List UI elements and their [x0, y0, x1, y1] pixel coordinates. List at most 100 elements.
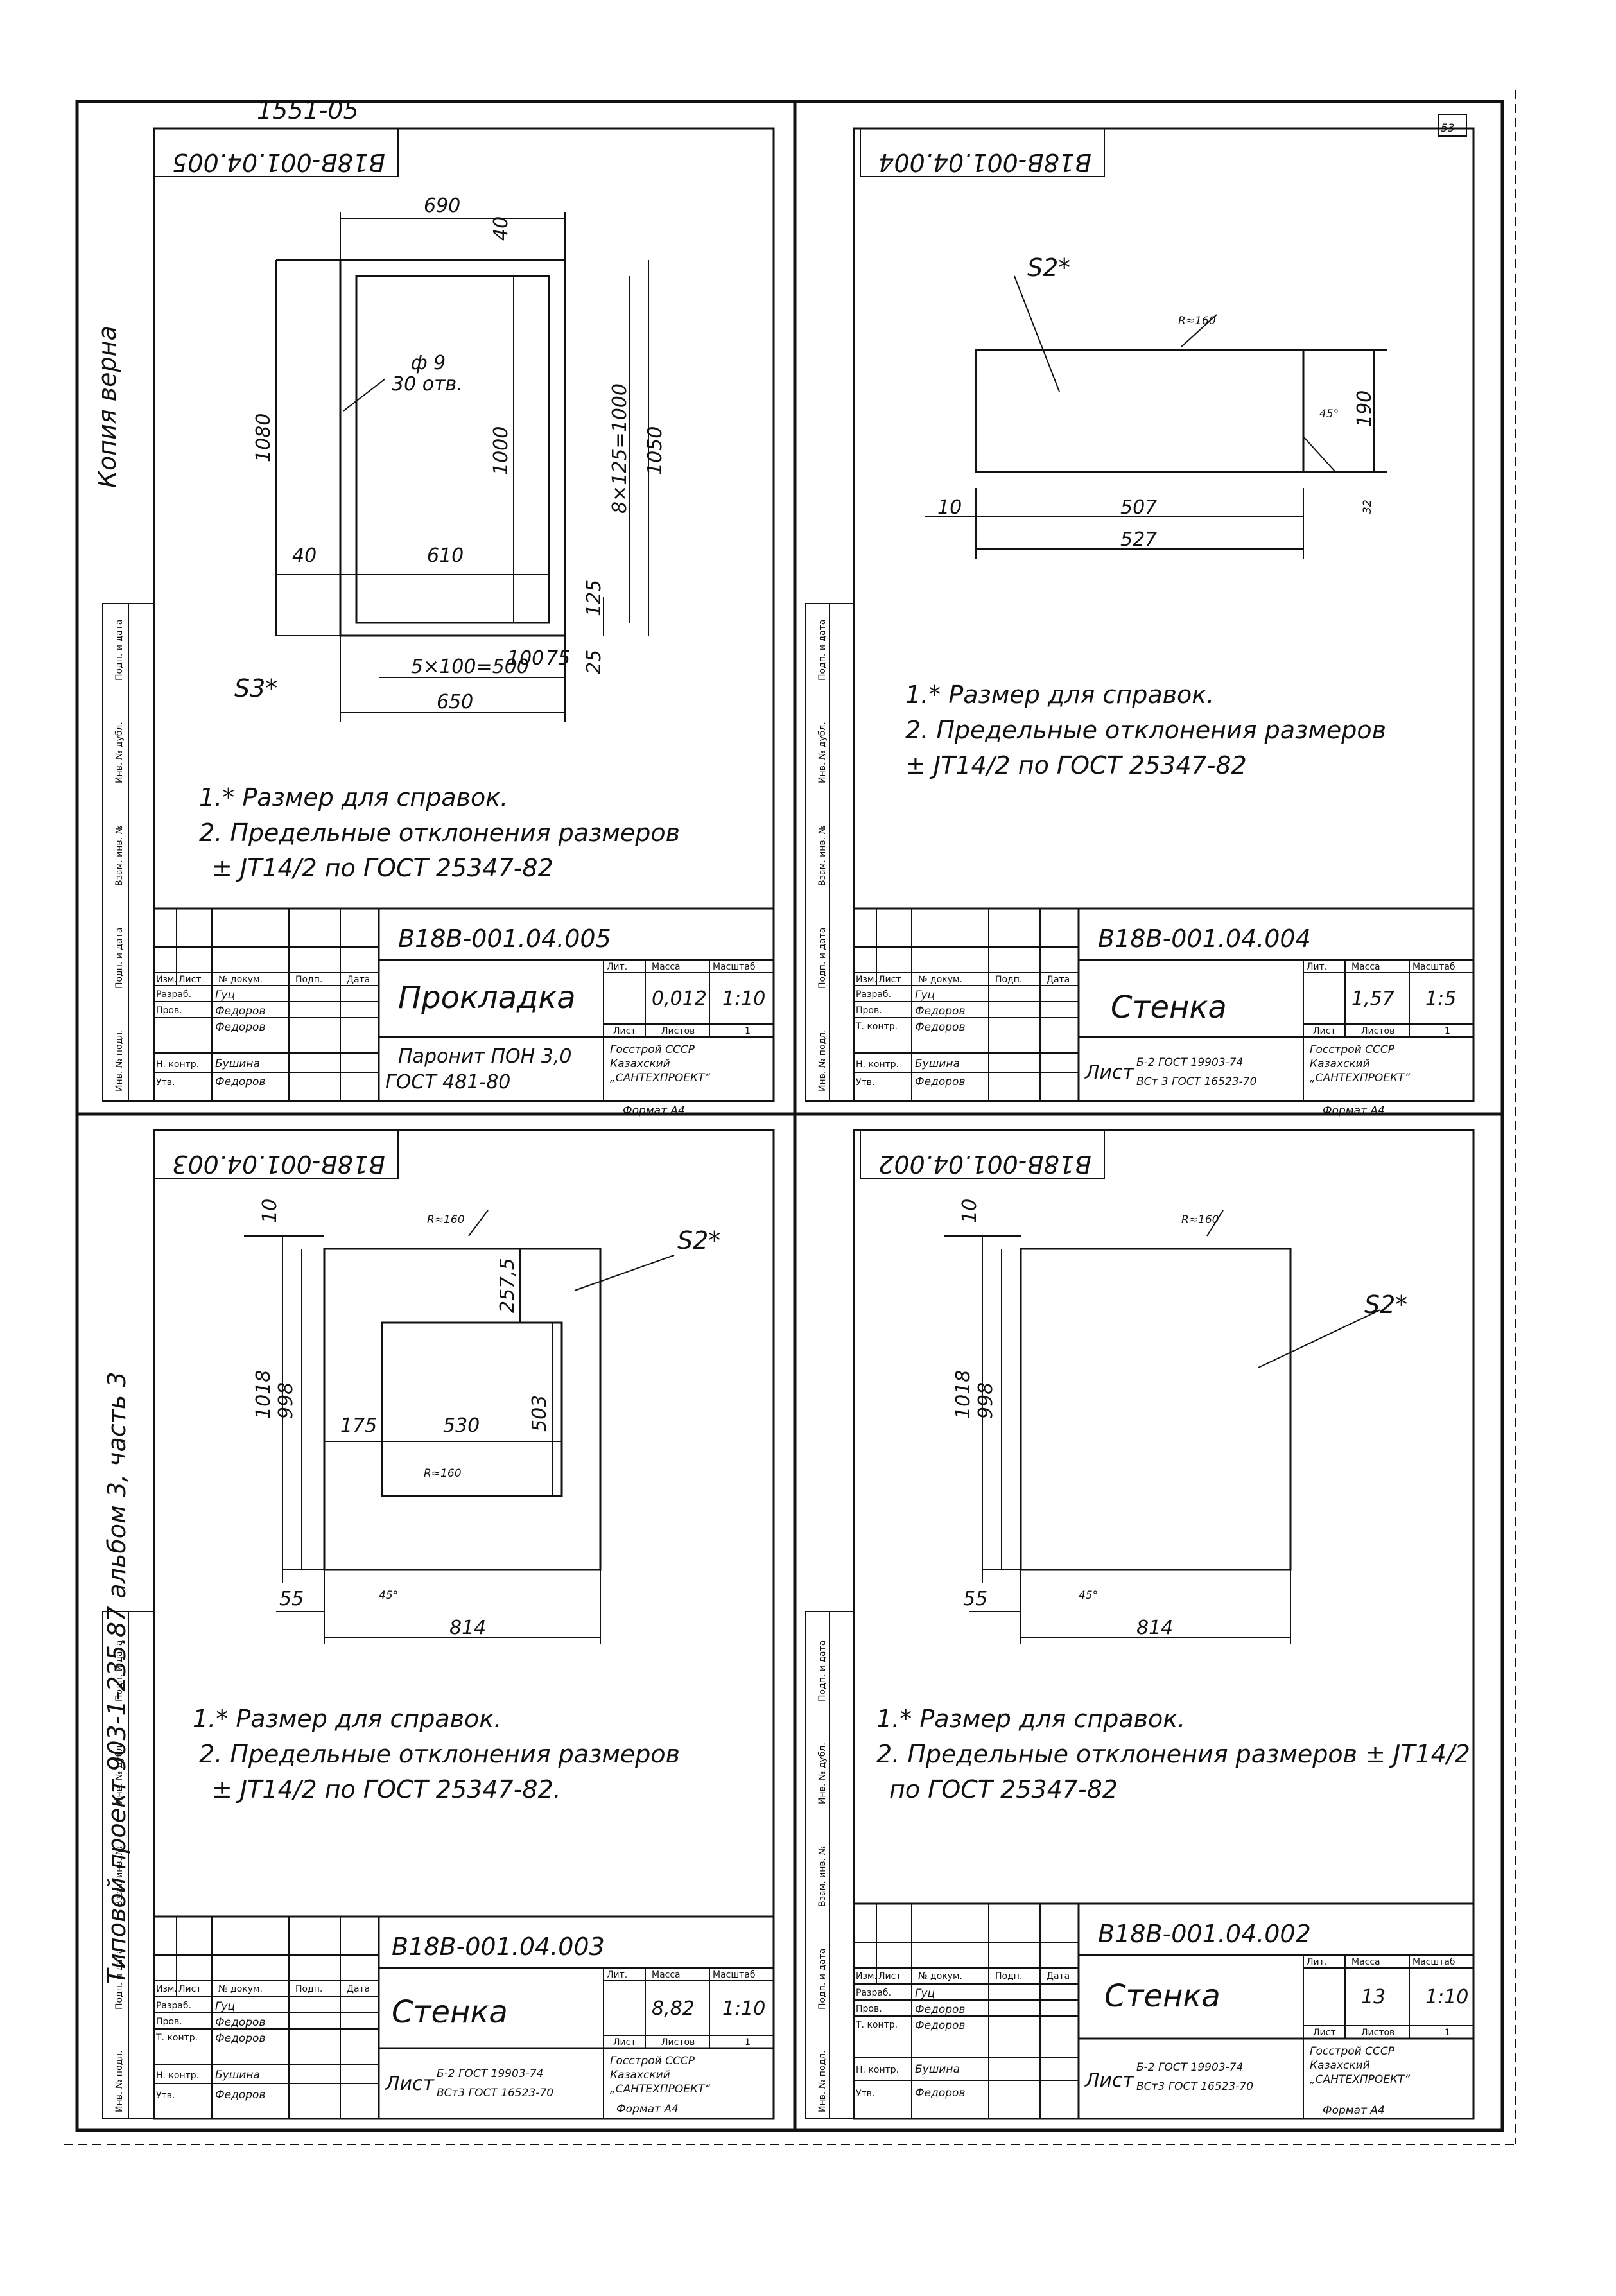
svg-text:Разраб.: Разраб. — [856, 989, 891, 1000]
svg-text:по ГОСТ 25347-82: по ГОСТ 25347-82 — [889, 1775, 1118, 1804]
svg-text:Изм.: Изм. — [856, 1971, 877, 1981]
svg-text:100: 100 — [507, 647, 544, 670]
svg-text:Изм.: Изм. — [856, 975, 877, 985]
mid-binding-strip-bottom: Инв. № подл. Подп. и дата Взам. инв. № И… — [805, 1611, 855, 2119]
svg-text:Дата: Дата — [347, 1984, 370, 1994]
svg-text:Листов: Листов — [1361, 1026, 1394, 1036]
svg-text:В18В-001.04.003: В18В-001.04.003 — [172, 1150, 385, 1178]
svg-text:257,5: 257,5 — [496, 1258, 519, 1313]
svg-text:Лист: Лист — [178, 1984, 201, 1994]
svg-text:1.* Размер для справок.: 1.* Размер для справок. — [905, 681, 1214, 709]
svg-text:Госстрой СССР: Госстрой СССР — [1310, 1043, 1395, 1056]
svg-text:Листов: Листов — [1361, 2028, 1394, 2038]
svg-text:Масса: Масса — [652, 1970, 681, 1980]
svg-text:75: 75 — [546, 647, 570, 670]
svg-text:1018: 1018 — [952, 1370, 975, 1419]
svg-text:Взам. инв. №: Взам. инв. № — [114, 1846, 125, 1907]
svg-text:Федоров: Федоров — [215, 1075, 265, 1088]
svg-text:Госстрой СССР: Госстрой СССР — [1310, 2045, 1395, 2058]
wall-003-opening — [381, 1321, 563, 1497]
svg-text:Подп. и дата: Подп. и дата — [114, 1949, 125, 2010]
side-inscription-project: Типовой проект 903-1-235.87 альбом 3, ча… — [103, 1371, 131, 1984]
svg-text:8×125=1000: 8×125=1000 — [609, 383, 631, 514]
svg-text:Госстрой СССР: Госстрой СССР — [610, 2055, 695, 2067]
svg-text:В18В-001.04.003: В18В-001.04.003 — [392, 1933, 605, 1961]
note-2: 2. Предельные отклонения размеров — [199, 819, 680, 847]
svg-text:Пров.: Пров. — [156, 2017, 182, 2027]
svg-text:R≈160: R≈160 — [424, 1467, 462, 1480]
svg-text:В18В-001.04.002: В18В-001.04.002 — [1098, 1920, 1311, 1948]
svg-text:Инв. № дубл.: Инв. № дубл. — [114, 722, 125, 783]
svg-text:Утв.: Утв. — [856, 2089, 874, 2099]
wall-004-outline — [975, 349, 1305, 473]
svg-text:998: 998 — [275, 1382, 297, 1419]
svg-text:Подп.: Подп. — [995, 1971, 1022, 1981]
svg-text:Разраб.: Разраб. — [856, 1988, 891, 1998]
svg-text:Лист: Лист — [878, 975, 901, 985]
svg-text:Масса: Масса — [652, 962, 681, 972]
svg-text:Лист: Лист — [1313, 1026, 1335, 1036]
svg-text:Взам. инв. №: Взам. инв. № — [817, 825, 828, 886]
svg-text:Т. контр.: Т. контр. — [855, 1022, 898, 1032]
svg-text:Бушина: Бушина — [915, 2063, 960, 2076]
svg-text:Формат А4: Формат А4 — [623, 1104, 685, 1117]
svg-text:В18В-001.04.004: В18В-001.04.004 — [878, 148, 1091, 177]
svg-text:1: 1 — [1445, 1026, 1450, 1036]
svg-text:1:10: 1:10 — [722, 1997, 765, 2020]
svg-text:1: 1 — [745, 1026, 751, 1036]
svg-text:Федоров: Федоров — [215, 1021, 265, 1034]
svg-text:Масштаб: Масштаб — [713, 962, 756, 972]
svg-text:Лист: Лист — [1084, 2069, 1135, 2092]
svg-text:Лист: Лист — [178, 975, 201, 985]
svg-text:175: 175 — [340, 1414, 377, 1437]
svg-text:814: 814 — [449, 1617, 486, 1639]
svg-text:Инв. № дубл.: Инв. № дубл. — [817, 722, 828, 783]
svg-text:Инв. № подл.: Инв. № подл. — [817, 1029, 828, 1091]
svg-text:Госстрой СССР: Госстрой СССР — [610, 1043, 695, 1056]
svg-text:Федоров: Федоров — [215, 2016, 265, 2029]
svg-text:Стенка: Стенка — [1104, 1978, 1221, 2014]
svg-text:„САНТЕХПРОЕКТ“: „САНТЕХПРОЕКТ“ — [610, 1072, 710, 1084]
svg-text:Бушина: Бушина — [215, 2069, 260, 2082]
svg-text:S2*: S2* — [1364, 1291, 1407, 1319]
svg-text:S3*: S3* — [234, 674, 277, 702]
svg-text:998: 998 — [975, 1382, 997, 1419]
svg-text:Изм.: Изм. — [156, 975, 177, 985]
svg-text:Лист: Лист — [878, 1971, 901, 1981]
svg-text:Федоров: Федоров — [915, 1075, 965, 1088]
svg-text:Лист: Лист — [613, 2037, 636, 2048]
svg-text:„САНТЕХПРОЕКТ“: „САНТЕХПРОЕКТ“ — [1310, 2073, 1410, 2086]
svg-text:Лист: Лист — [1084, 1061, 1135, 1084]
panel-005-code: В18В-001.04.005 — [398, 925, 611, 953]
gasket-inner — [355, 275, 550, 624]
svg-text:ф 9: ф 9 — [411, 352, 446, 374]
note-3: ± JT14/2 по ГОСТ 25347-82 — [212, 854, 553, 882]
svg-text:Федоров: Федоров — [915, 1021, 965, 1034]
svg-text:1: 1 — [1445, 2028, 1450, 2038]
svg-text:Инв. № дубл.: Инв. № дубл. — [114, 1743, 125, 1804]
svg-text:25: 25 — [583, 650, 605, 674]
svg-text:Пров.: Пров. — [856, 1005, 882, 1016]
svg-text:R≈160: R≈160 — [427, 1213, 465, 1226]
svg-text:10: 10 — [259, 1199, 281, 1223]
svg-text:Лит.: Лит. — [1307, 962, 1327, 972]
svg-text:1.* Размер для справок.: 1.* Размер для справок. — [876, 1705, 1185, 1733]
panel-005-frame — [153, 127, 775, 1102]
svg-text:Стенка: Стенка — [392, 1994, 508, 2030]
svg-text:Федоров: Федоров — [915, 2019, 965, 2032]
svg-text:32: 32 — [1361, 500, 1374, 514]
svg-text:Гуц: Гуц — [915, 989, 935, 1002]
svg-text:Лит.: Лит. — [1307, 1957, 1327, 1967]
svg-text:Дата: Дата — [347, 975, 370, 985]
svg-text:Инв. № дубл.: Инв. № дубл. — [817, 1743, 828, 1804]
svg-text:0,012: 0,012 — [652, 987, 707, 1010]
svg-text:Подп.: Подп. — [995, 975, 1022, 985]
svg-text:Утв.: Утв. — [156, 1077, 175, 1088]
svg-text:5×100=500: 5×100=500 — [411, 656, 529, 678]
outer-frame — [75, 100, 1504, 2132]
svg-text:30 отв.: 30 отв. — [392, 373, 463, 396]
svg-text:45°: 45° — [1319, 408, 1339, 421]
svg-text:„САНТЕХПРОЕКТ“: „САНТЕХПРОЕКТ“ — [1310, 1072, 1410, 1084]
svg-text:Лит.: Лит. — [607, 962, 627, 972]
